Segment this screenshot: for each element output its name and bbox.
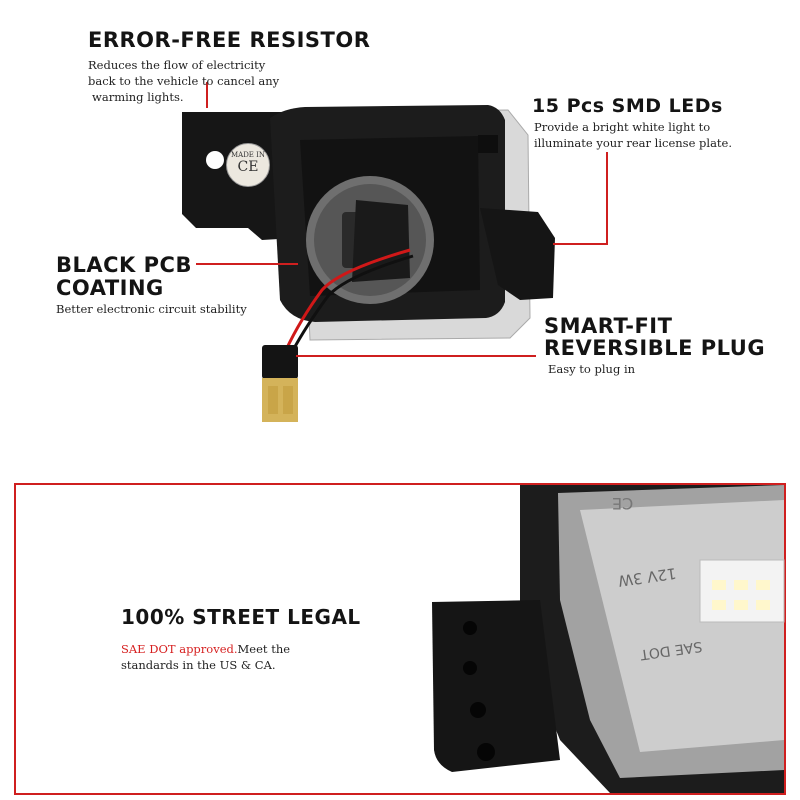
legal-desc-line-1: SAE DOT approved.Meet the bbox=[121, 641, 290, 657]
resistor-title: ERROR-FREE RESISTOR bbox=[88, 28, 371, 52]
legal-desc-line-1-rest: Meet the bbox=[237, 642, 291, 656]
product-illustration-top bbox=[182, 105, 555, 422]
callout-line-leds-h bbox=[553, 243, 608, 245]
plug-title-line-2: REVERSIBLE PLUG bbox=[544, 336, 766, 360]
leds-desc-line-2: illuminate your rear license plate. bbox=[534, 136, 733, 150]
resistor-desc-line-1: Reduces the flow of electricity bbox=[88, 58, 266, 72]
callout-line-pcb bbox=[196, 263, 298, 265]
lens-ce-marking: CE bbox=[612, 494, 634, 513]
leds-title: 15 Pcs SMD LEDs bbox=[532, 95, 723, 117]
leds-title-rest: Pcs SMD LEDs bbox=[559, 95, 723, 117]
callout-line-leds-v bbox=[606, 152, 608, 244]
street-legal-panel bbox=[14, 483, 786, 795]
callout-line-plug bbox=[296, 355, 536, 357]
housing-marking-ce: CE bbox=[237, 159, 259, 175]
plug-desc-line-1: Easy to plug in bbox=[548, 362, 636, 376]
leds-title-count: 15 bbox=[532, 95, 560, 117]
plug-title-line-1: SMART-FIT bbox=[544, 314, 673, 338]
callout-line-resistor bbox=[206, 82, 208, 108]
pcb-title-line-1: BLACK PCB bbox=[56, 253, 192, 277]
pcb-desc-line-1: Better electronic circuit stability bbox=[56, 302, 247, 316]
leds-desc-line-1: Provide a bright white light to bbox=[534, 120, 711, 134]
housing-marking: MADE IN CE bbox=[226, 143, 270, 187]
pcb-title-line-2: COATING bbox=[56, 276, 164, 300]
resistor-desc-line-2: back to the vehicle to cancel any bbox=[88, 74, 280, 88]
legal-highlight: SAE DOT approved. bbox=[121, 642, 238, 656]
legal-title: 100% STREET LEGAL bbox=[121, 605, 361, 629]
housing-marking-top: MADE IN bbox=[230, 151, 266, 159]
legal-desc-line-2: standards in the US & CA. bbox=[121, 658, 276, 672]
resistor-desc-line-3: warming lights. bbox=[92, 90, 184, 104]
